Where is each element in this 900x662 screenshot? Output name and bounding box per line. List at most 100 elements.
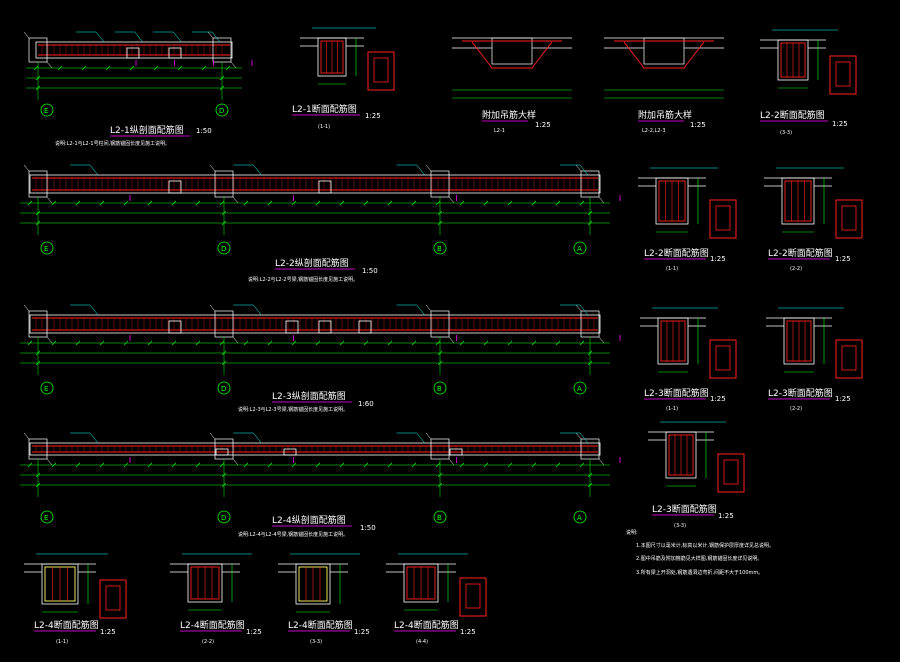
- section-l2-2-1-1-reference-box: [709, 199, 737, 239]
- section-title: L2-2断面配筋图: [760, 109, 825, 121]
- section-sub: (4-4): [416, 639, 428, 645]
- beam-l2-2-opening: [318, 180, 332, 194]
- beam-l2-2-dim-tick: [75, 200, 81, 206]
- hanger-l2-2-3-hanger-bar: [623, 41, 645, 69]
- section-l2-4-4-4-reference-box: [459, 577, 487, 617]
- section-l2-2-1-1-beam: [655, 177, 689, 225]
- section-sub: (2-2): [202, 639, 214, 645]
- beam-l2-1-dim-tick: [105, 65, 111, 71]
- section-scale: 1:25: [690, 121, 706, 129]
- section-title: L2-4断面配筋图: [34, 619, 99, 631]
- beam-l2-4-dim-tick: [315, 462, 321, 468]
- section-title: L2-3断面配筋图: [768, 387, 833, 399]
- beam-l2-2-dim-tick: [531, 200, 537, 206]
- beam-l2-2-dim-tick: [587, 210, 593, 216]
- beam-l2-1-dim-tick: [35, 85, 41, 91]
- beam-l2-3-dim-tick: [437, 360, 443, 366]
- beam-l2-3-opening: [168, 320, 182, 334]
- beam-l2-3-dim-tick: [147, 340, 153, 346]
- beam-l2-4-leader: [579, 432, 589, 444]
- beam-l2-2-dim-tick: [35, 210, 41, 216]
- beam-l2-3-caption: L2-3纵剖面配筋图 1:60 说明:L2-3与L2-3号梁,钢筋锚固长度见施工…: [238, 390, 374, 413]
- axis-bubble: [40, 241, 54, 255]
- section-sub: (1-1): [666, 406, 678, 412]
- beam-l2-1-dim-tick: [153, 65, 159, 71]
- beam-l2-3-dim-tick: [75, 340, 81, 346]
- section-l2-2-3-3-beam: [777, 39, 809, 81]
- beam-l2-4-leader: [89, 432, 99, 444]
- beam-l2-4-dim-tick: [579, 462, 585, 468]
- section-sub: (3-3): [780, 130, 792, 136]
- section-l2-4-2-2-beam: [187, 563, 223, 603]
- beam-l2-4-break-line: [46, 458, 53, 466]
- axis-bubbles-l2-1: E D: [40, 103, 229, 117]
- beam-l2-3-dim-tick: [123, 340, 129, 346]
- section-l2-3-2-2-beam: [783, 317, 815, 365]
- section-scale: 1:25: [354, 628, 370, 636]
- beam-l2-1-opening: [168, 47, 182, 59]
- section-caption-l2-4-1-1: L2-4断面配筋图 1:25 (1-1): [34, 619, 116, 645]
- beam-l2-3-break-line: [425, 304, 432, 312]
- beam-l2-4-dim-tick: [35, 482, 41, 488]
- section-l2-2-2-2-reference-box: [835, 199, 863, 239]
- section-title: L2-3断面配筋图: [652, 503, 717, 515]
- beam-l2-3-break-line: [209, 304, 216, 312]
- note-item: 2.图中吊筋及附加箍筋见大样图,钢筋锚固长度详见说明。: [636, 555, 762, 562]
- beam-l2-2-leader: [89, 164, 99, 176]
- beam-l2-3-break-line: [46, 336, 53, 344]
- beam-l2-3-dim-tick: [531, 340, 537, 346]
- beam-l2-3-dim-tick: [411, 340, 417, 346]
- beam-l2-2-caption: L2-2纵剖面配筋图 1:50 说明:L2-2与L2-2号梁,钢筋锚固长度见施工…: [248, 257, 378, 283]
- section-title: L2-1断面配筋图: [292, 103, 357, 115]
- beam-scale: 1:50: [196, 127, 212, 135]
- beam-note: 说明:L2-3与L2-3号梁,钢筋锚固长度见施工说明。: [238, 406, 348, 413]
- section-caption-l2-4-4-4: L2-4断面配筋图 1:25 (4-4): [394, 619, 476, 645]
- beam-l2-3-dim-tick: [363, 340, 369, 346]
- beam-l2-4-dim-tick: [195, 462, 201, 468]
- beam-l2-2-leader: [579, 164, 589, 176]
- section-sub: (3-3): [674, 523, 686, 529]
- section-l2-1-1-1-reference-box: [367, 51, 395, 91]
- beam-l2-3-dim-tick: [587, 350, 593, 356]
- section-l2-4-4-4-beam: [403, 563, 439, 603]
- hanger-l2-1-hanger-bar: [531, 41, 553, 69]
- section-l2-3-1-1-beam: [657, 317, 689, 365]
- axis-label: D: [219, 107, 224, 115]
- beam-l2-4-break-line: [209, 432, 216, 440]
- section-caption-l2-2-3-3: L2-2断面配筋图 1:25 (3-3): [760, 109, 848, 136]
- axis-bubble: [573, 241, 587, 255]
- section-l2-2-2-2-reference-inner: [841, 205, 857, 231]
- beam-l2-2-break-line: [575, 164, 582, 172]
- axis-label: D: [221, 514, 226, 522]
- beam-l2-3-leader: [579, 304, 589, 316]
- section-sub: (1-1): [56, 639, 68, 645]
- beam-l2-4-dim-tick: [99, 462, 105, 468]
- beam-l2-4-dim-tick: [387, 462, 393, 468]
- axis-bubble: [217, 381, 231, 395]
- beam-l2-2-dim-tick: [587, 220, 593, 226]
- beam-l2-3-break-line: [448, 336, 455, 344]
- section-scale: 1:25: [710, 255, 726, 263]
- section-caption-l2-3-3-3: L2-3断面配筋图 1:25 (3-3): [652, 503, 734, 529]
- beam-l2-3-dim-tick: [35, 350, 41, 356]
- beam-l2-3-dim-tick: [339, 340, 345, 346]
- beam-l2-3-dim-tick: [221, 360, 227, 366]
- beam-l2-3-opening: [358, 320, 372, 334]
- section-l2-3-2-2-reference-box: [835, 339, 863, 379]
- axis-label: D: [221, 245, 226, 253]
- beam-l2-4-dim-tick: [531, 462, 537, 468]
- axis-label: A: [577, 245, 582, 253]
- beam-l2-3-opening: [318, 320, 332, 334]
- beam-l2-4-dim-tick: [459, 462, 465, 468]
- axis-bubble: [433, 241, 447, 255]
- beam-l2-1-break-line: [23, 31, 30, 39]
- axis-bubble: [40, 103, 54, 117]
- section-caption-hanger-l2-1: 附加吊筋大样 1:25 L2-1: [482, 109, 551, 134]
- beam-note: 说明:L2-4与L2-4号梁,钢筋锚固长度见施工说明。: [238, 531, 348, 538]
- beam-l2-1-dim-tick: [225, 65, 231, 71]
- section-scale: 1:25: [718, 512, 734, 520]
- section-caption-l2-2-1-1: L2-2断面配筋图 1:25 (1-1): [644, 247, 726, 272]
- section-title: L2-2断面配筋图: [768, 247, 833, 259]
- axis-bubbles-l2-2: E D B A: [40, 241, 587, 255]
